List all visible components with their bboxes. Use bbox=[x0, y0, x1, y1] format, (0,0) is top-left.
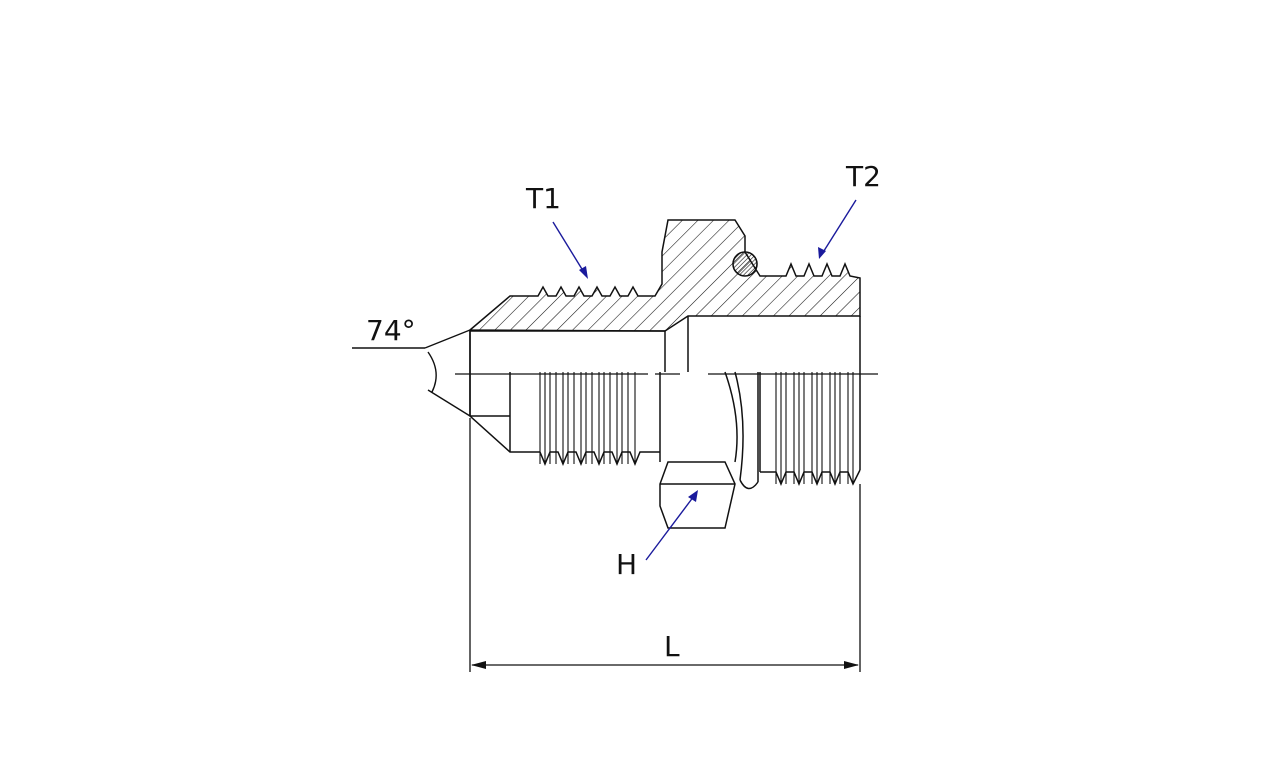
h-label: H bbox=[616, 548, 637, 581]
leader-t1 bbox=[552, 221, 588, 279]
t1-label: T1 bbox=[525, 182, 561, 215]
leader-t2 bbox=[818, 199, 857, 259]
thread-lines-left bbox=[539, 372, 636, 464]
outside-view bbox=[469, 316, 861, 529]
leader-h bbox=[645, 490, 698, 561]
section-body bbox=[467, 219, 861, 332]
t2-label: T2 bbox=[845, 160, 881, 193]
length-dimension bbox=[469, 418, 861, 672]
o-ring-section bbox=[732, 251, 758, 277]
thread-lines-right bbox=[775, 372, 854, 484]
angle-label: 74° bbox=[366, 314, 416, 347]
angle-dimension bbox=[352, 329, 471, 417]
l-label: L bbox=[664, 630, 680, 663]
